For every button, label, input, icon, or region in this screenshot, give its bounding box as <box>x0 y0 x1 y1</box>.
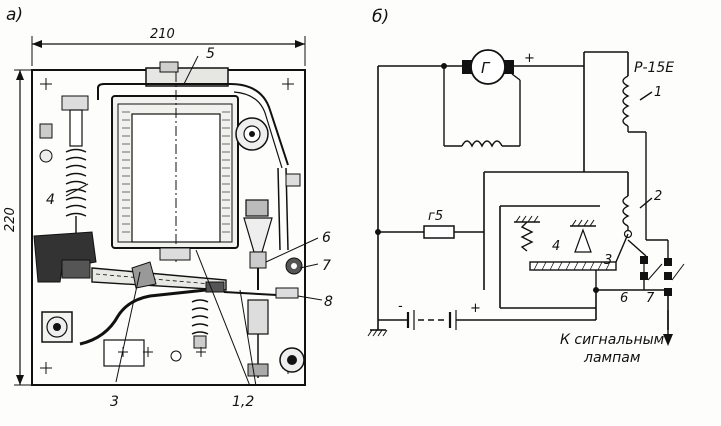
terminal-bottom-right <box>279 347 305 373</box>
armature-3 <box>33 231 299 299</box>
coil-1-label: 1 <box>654 85 662 100</box>
junction-left <box>375 229 381 235</box>
callout-7: 7 <box>322 258 331 274</box>
callout-1-2: 1,2 <box>232 394 254 410</box>
coil-1 <box>622 75 653 240</box>
callout-5: 5 <box>206 46 215 62</box>
lamps-arrow <box>663 310 673 346</box>
return-spring <box>191 299 209 349</box>
height-dimension-text: 220 <box>3 207 18 232</box>
battery: - + <box>378 290 597 330</box>
battery-plus: + <box>470 301 481 316</box>
spring-schematic-4: 4 <box>514 215 596 254</box>
flex-wire <box>79 288 207 346</box>
hole-bottom <box>170 350 182 362</box>
top-wire <box>377 51 629 320</box>
armature-bar: 3 <box>529 233 629 293</box>
coil-2-label: 2 <box>654 189 662 204</box>
lamps-line-1: К сигнальным <box>560 332 665 348</box>
relay-coil <box>111 72 239 264</box>
battery-minus: - <box>398 299 403 314</box>
spring-4 <box>39 95 89 240</box>
callout-4: 4 <box>46 192 55 208</box>
callout-8: 8 <box>324 294 333 310</box>
leader-lines <box>65 55 323 387</box>
yoke-5 <box>97 61 289 251</box>
height-dimension: 220 <box>3 69 36 386</box>
generator-label: Г <box>481 59 491 77</box>
terminal-bottom-left <box>41 311 73 343</box>
contact-6 <box>243 199 273 378</box>
relay-name: Р-15Е <box>634 60 674 76</box>
relay-frame <box>499 205 600 309</box>
generator-plus: + <box>524 51 535 66</box>
callout-6: 6 <box>322 230 331 246</box>
callout-3: 3 <box>110 394 119 410</box>
width-dimension-text: 210 <box>150 27 175 42</box>
middle-wires <box>483 66 629 290</box>
adjust-screw <box>285 173 301 187</box>
generator: Г + <box>462 49 535 85</box>
resistor-label: г5 <box>428 209 443 224</box>
terminal-screw-top-right <box>235 117 269 151</box>
armature-label: 3 <box>604 253 612 268</box>
spring-label: 4 <box>552 239 560 254</box>
contact-7 <box>285 257 303 275</box>
contact-6-label: 6 <box>620 291 628 306</box>
left-panel-label: а) <box>6 5 23 25</box>
coil-2 <box>622 195 653 234</box>
ground-symbol <box>367 320 388 337</box>
resistor-g5: г5 <box>378 209 484 239</box>
contacts-6-7: 6 7 <box>596 239 685 330</box>
contact-7-label: 7 <box>646 291 655 306</box>
field-winding <box>443 66 521 148</box>
width-dimension: 210 <box>31 27 306 66</box>
wiring-schematic: б) Г + Р-15Е <box>367 7 685 366</box>
right-panel-label: б) <box>372 7 389 27</box>
lamps-line-2: лампам <box>583 350 641 366</box>
relay-drawing: а) 210 220 <box>3 5 333 410</box>
